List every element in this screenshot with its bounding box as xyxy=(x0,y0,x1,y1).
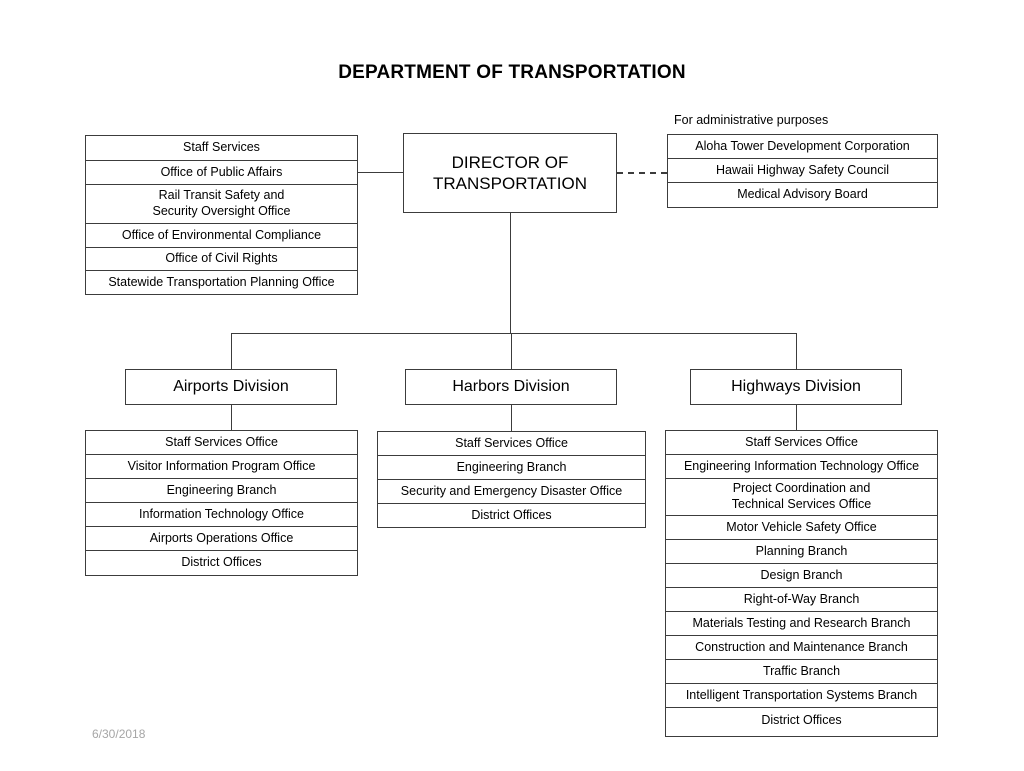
connector-bus-to-airports xyxy=(231,333,232,369)
staff-office-item[interactable]: Office of Civil Rights xyxy=(86,248,357,271)
airports-office-item[interactable]: Engineering Branch xyxy=(86,479,357,503)
harbors-office-item[interactable]: District Offices xyxy=(471,507,552,522)
harbors-offices-stack: Staff Services Office Engineering Branch… xyxy=(377,431,646,528)
airports-office-item[interactable]: Staff Services Office xyxy=(86,431,357,455)
connector-bus-to-highways xyxy=(796,333,797,369)
highways-offices-stack: Staff Services Office Engineering Inform… xyxy=(665,430,938,737)
administrative-entity-item[interactable]: Hawaii Highway Safety Council xyxy=(668,159,937,183)
highways-office-item[interactable]: Planning Branch xyxy=(666,540,937,564)
director-box[interactable]: DIRECTOR OF TRANSPORTATION xyxy=(403,133,617,213)
page-title: DEPARTMENT OF TRANSPORTATION xyxy=(338,62,686,83)
staff-office-item[interactable]: Office of Environmental Compliance xyxy=(86,224,357,248)
harbors-office-item[interactable]: Security and Emergency Disaster Office xyxy=(378,480,645,504)
highways-office-item[interactable]: Design Branch xyxy=(666,564,937,588)
staff-office-item[interactable]: Staff Services xyxy=(86,136,357,161)
airports-office-item[interactable]: Airports Operations Office xyxy=(86,527,357,551)
connector-highways-to-offices xyxy=(796,405,797,430)
administrative-entity-item[interactable]: Medical Advisory Board xyxy=(737,187,868,202)
administrative-entity-item[interactable]: Aloha Tower Development Corporation xyxy=(668,135,937,159)
administrative-entities-stack: Aloha Tower Development Corporation Hawa… xyxy=(667,134,938,208)
connector-director-down xyxy=(510,213,511,333)
administrative-purposes-note: For administrative purposes xyxy=(674,113,829,127)
highways-office-item[interactable]: Right-of-Way Branch xyxy=(666,588,937,612)
connector-division-bus xyxy=(231,333,796,334)
airports-office-item[interactable]: Visitor Information Program Office xyxy=(86,455,357,479)
division-box-airports[interactable]: Airports Division xyxy=(125,369,337,405)
staff-offices-stack: Staff Services Office of Public Affairs … xyxy=(85,135,358,295)
harbors-office-item[interactable]: Staff Services Office xyxy=(378,432,645,456)
airports-office-item[interactable]: District Offices xyxy=(181,555,262,570)
date-stamp: 6/30/2018 xyxy=(92,727,146,741)
highways-office-item[interactable]: Intelligent Transportation Systems Branc… xyxy=(666,684,937,708)
staff-office-item[interactable]: Office of Public Affairs xyxy=(86,161,357,185)
highways-office-item[interactable]: District Offices xyxy=(761,713,842,728)
connector-staff-to-director xyxy=(358,172,403,173)
highways-office-item[interactable]: Construction and Maintenance Branch xyxy=(666,636,937,660)
connector-harbors-to-offices xyxy=(511,405,512,431)
airports-office-item[interactable]: Information Technology Office xyxy=(86,503,357,527)
staff-office-item[interactable]: Rail Transit Safety and Security Oversig… xyxy=(86,185,357,224)
connector-director-to-admin-dashed xyxy=(617,172,667,174)
highways-office-item[interactable]: Engineering Information Technology Offic… xyxy=(666,455,937,479)
harbors-office-item[interactable]: Engineering Branch xyxy=(378,456,645,480)
highways-office-item[interactable]: Staff Services Office xyxy=(666,431,937,455)
highways-office-item[interactable]: Traffic Branch xyxy=(666,660,937,684)
division-box-harbors[interactable]: Harbors Division xyxy=(405,369,617,405)
connector-bus-to-harbors xyxy=(511,333,512,369)
highways-office-item[interactable]: Project Coordination and Technical Servi… xyxy=(666,479,937,516)
division-box-highways[interactable]: Highways Division xyxy=(690,369,902,405)
connector-airports-to-offices xyxy=(231,405,232,430)
staff-office-item[interactable]: Statewide Transportation Planning Office xyxy=(108,274,335,289)
highways-office-item[interactable]: Materials Testing and Research Branch xyxy=(666,612,937,636)
airports-offices-stack: Staff Services Office Visitor Informatio… xyxy=(85,430,358,576)
highways-office-item[interactable]: Motor Vehicle Safety Office xyxy=(666,516,937,540)
